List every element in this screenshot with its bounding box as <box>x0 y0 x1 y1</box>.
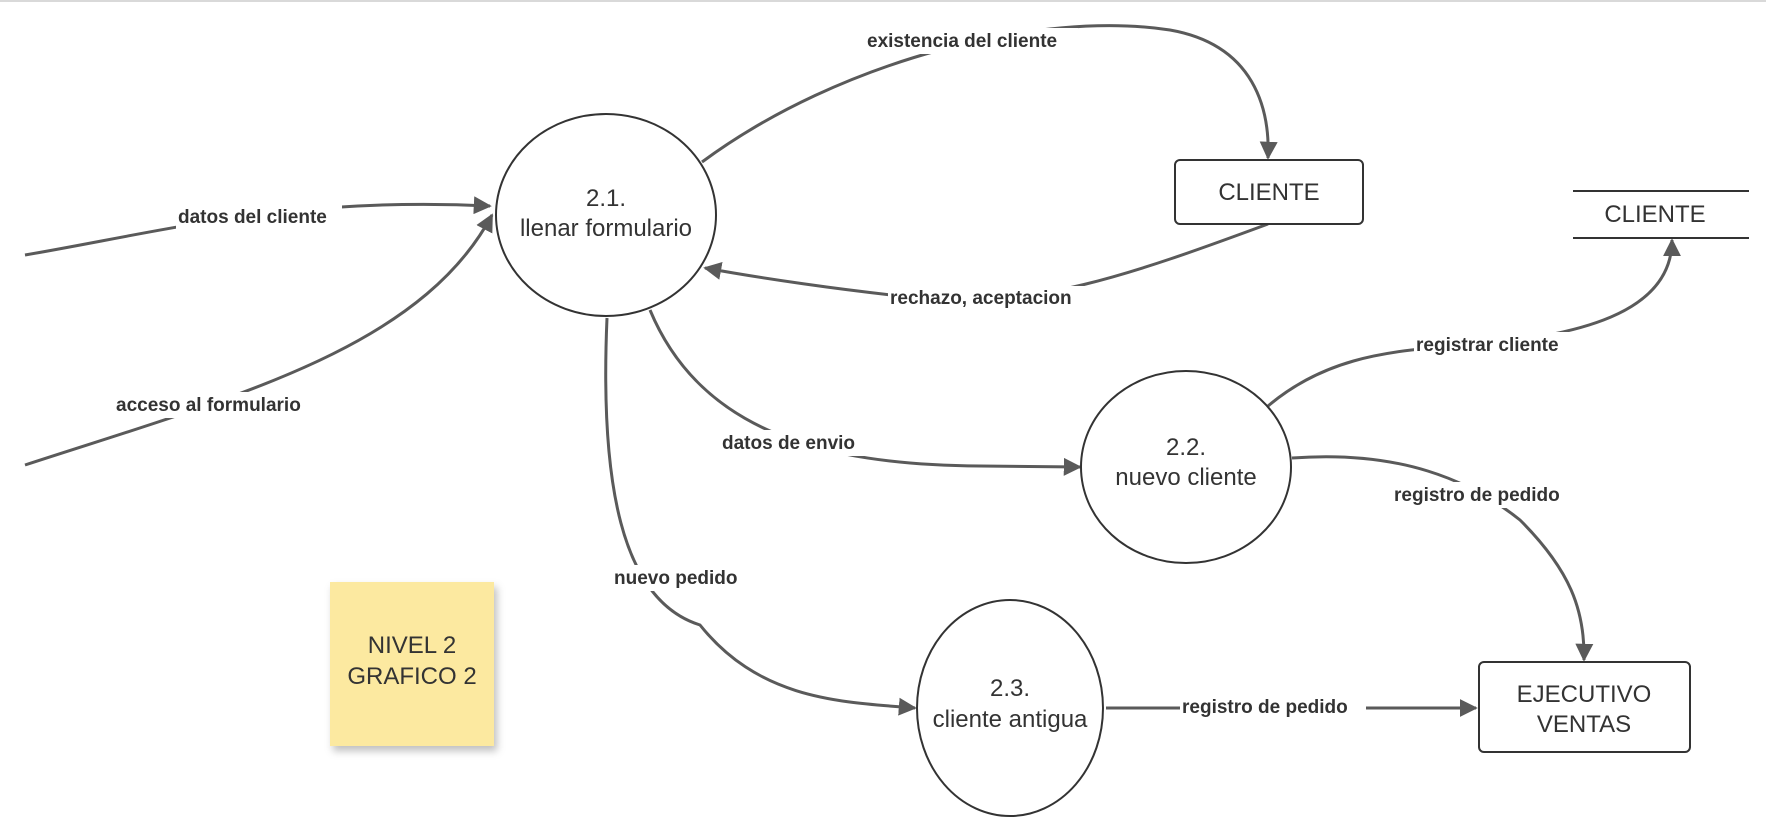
flow-nuevo-pedido[interactable] <box>604 317 917 716</box>
flow-registro-pedido-1[interactable] <box>1291 455 1594 662</box>
process-2-2-name: nuevo cliente <box>1115 464 1256 491</box>
process-2-3[interactable]: 2.3. cliente antigua <box>916 599 1104 817</box>
process-2-3-name: cliente antigua <box>933 706 1088 733</box>
flow-existencia-cliente[interactable] <box>701 24 1278 164</box>
entity-cliente[interactable]: CLIENTE <box>1174 159 1364 225</box>
label-existencia-cliente: existencia del cliente <box>867 31 1057 52</box>
process-2-1-name: llenar formulario <box>520 215 692 242</box>
label-registro-pedido-2: registro de pedido <box>1182 697 1348 718</box>
entity-ejecutivo-label-line2: VENTAS <box>1537 711 1631 738</box>
process-2-2[interactable]: 2.2. nuevo cliente <box>1080 370 1292 564</box>
process-2-1-number: 2.1. <box>586 185 626 212</box>
label-registrar-cliente: registrar cliente <box>1416 335 1559 356</box>
label-acceso-formulario: acceso al formulario <box>116 395 301 416</box>
label-datos-envio: datos de envio <box>722 433 855 454</box>
flow-acceso-formulario[interactable] <box>24 213 494 467</box>
entity-cliente-label: CLIENTE <box>1218 179 1319 206</box>
sticky-note[interactable]: NIVEL 2 GRAFICO 2 <box>330 582 494 746</box>
datastore-cliente-label: CLIENTE <box>1604 201 1705 228</box>
label-nuevo-pedido: nuevo pedido <box>614 568 738 589</box>
datastore-cliente[interactable]: CLIENTE <box>1573 190 1749 239</box>
entity-ejecutivo-ventas[interactable]: EJECUTIVO VENTAS <box>1478 661 1691 753</box>
process-2-3-number: 2.3. <box>990 675 1030 702</box>
sticky-line1: NIVEL 2 <box>368 632 457 659</box>
sticky-line2: GRAFICO 2 <box>347 663 476 690</box>
process-2-2-number: 2.2. <box>1166 434 1206 461</box>
label-registro-pedido-1: registro de pedido <box>1394 485 1560 506</box>
flow-registrar-cliente[interactable] <box>1267 238 1681 408</box>
process-2-1[interactable]: 2.1. llenar formulario <box>495 113 717 317</box>
entity-ejecutivo-label-line1: EJECUTIVO <box>1517 681 1652 708</box>
label-datos-cliente: datos del cliente <box>178 207 327 228</box>
label-rechazo-aceptacion: rechazo, aceptacion <box>890 288 1072 309</box>
